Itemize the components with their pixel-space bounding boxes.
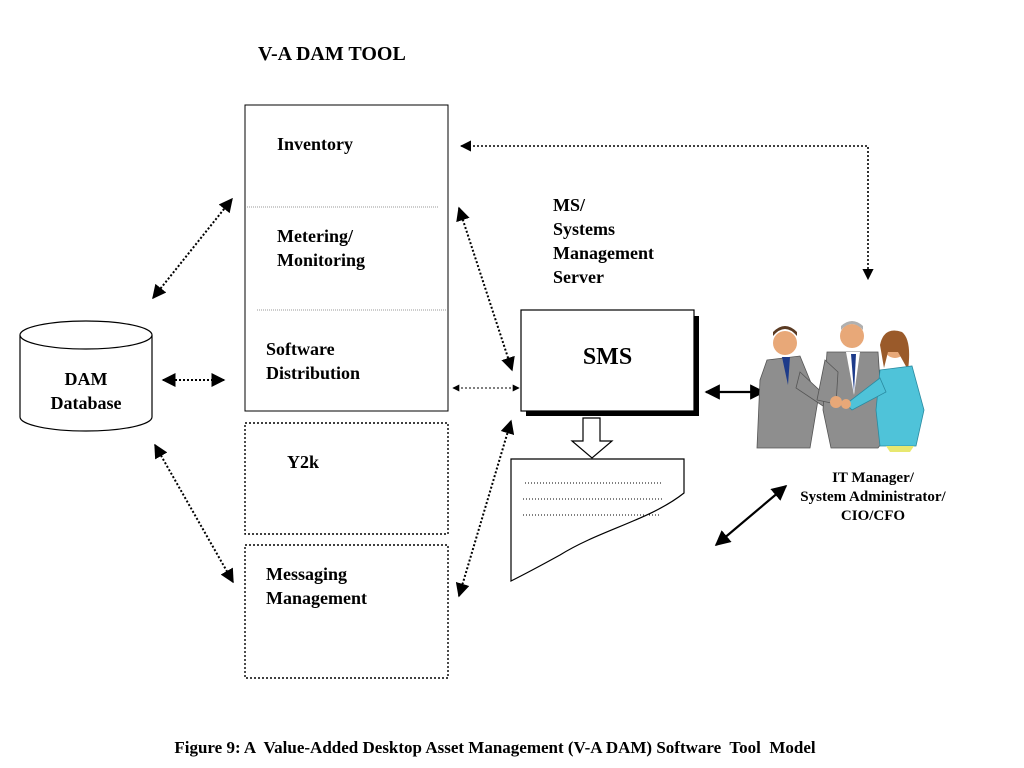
- report-document-icon: [510, 458, 685, 582]
- output-arrow: [570, 417, 614, 459]
- arrow-inventory-people: [459, 140, 874, 281]
- dam-tool-frame: [244, 104, 449, 412]
- module-distribution-label: Software Distribution: [266, 339, 361, 383]
- arrow-db-inventory: [152, 197, 233, 300]
- arrow-messaging-sms: [455, 419, 515, 598]
- database-cylinder: [19, 320, 153, 432]
- arrow-db-messaging: [154, 443, 234, 584]
- module-metering-label: Metering/ Monitoring: [277, 226, 365, 270]
- business-people-handshake-icon: [756, 321, 925, 452]
- messaging-box: [244, 544, 449, 679]
- y2k-box: [244, 422, 449, 535]
- figure-caption: Figure 9: A Value-Added Desktop Asset Ma…: [174, 738, 816, 757]
- module-messaging-label: Messaging Management: [266, 564, 367, 608]
- people-label: IT Manager/ System Administrator/ CIO/CF…: [800, 470, 946, 524]
- tool-title: V-A DAM TOOL: [258, 43, 406, 65]
- server-caption: MS/ Systems Management Server: [553, 195, 654, 287]
- database-label: DAM Database: [50, 369, 122, 413]
- module-y2k-label: Y2k: [287, 452, 320, 472]
- sms-label: SMS: [582, 344, 633, 370]
- arrow-metering-sms: [456, 206, 515, 372]
- module-inventory-label: Inventory: [277, 134, 353, 154]
- sms-box: [520, 309, 695, 412]
- arrow-report-people: [714, 485, 788, 546]
